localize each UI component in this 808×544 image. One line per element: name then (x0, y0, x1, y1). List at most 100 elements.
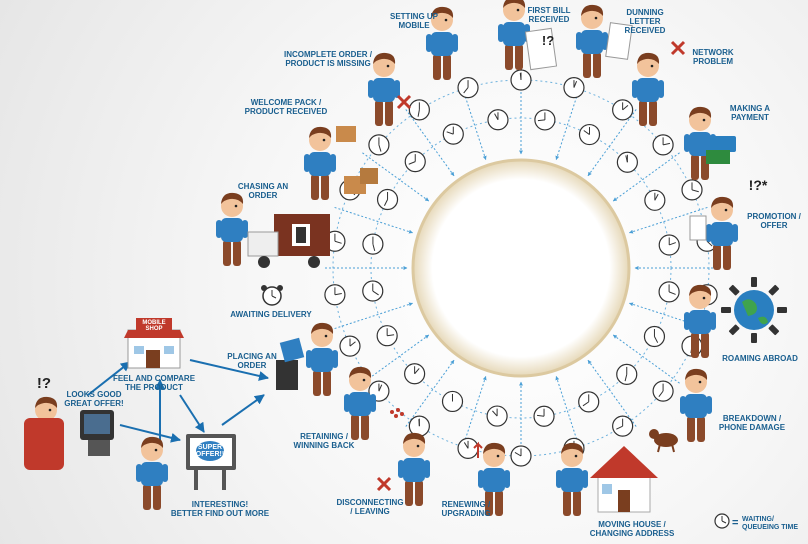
label-dunning-letter: DUNNING LETTER RECEIVED (624, 8, 666, 35)
upgrade-arrow-icon (473, 441, 483, 458)
exclaim-mark-bill: !? (541, 33, 555, 48)
phone-icon (728, 284, 740, 296)
person-figure (498, 0, 530, 70)
visa-card-icon (710, 136, 736, 152)
clock-icon (563, 77, 585, 99)
person-figure (684, 284, 716, 358)
label-renewing: RENEWING / UPGRADING (441, 500, 491, 518)
clock-icon (442, 123, 464, 145)
phone-icon (750, 332, 758, 344)
armchair-icon (24, 418, 64, 470)
clock-icon (376, 188, 399, 211)
spoke-arrow (334, 206, 413, 234)
label-promotion-offer: PROMOTION / OFFER (747, 212, 801, 230)
spoke-arrow (587, 359, 637, 427)
label-feel-compare: FEEL AND COMPARE THE PRODUCT (112, 374, 196, 392)
super-offer-billboard-icon (186, 434, 236, 490)
delivery-van-icon (247, 214, 330, 268)
box-icon (360, 168, 378, 184)
label-breakdown: BREAKDOWN / PHONE DAMAGE (718, 414, 786, 432)
clock-icon (362, 233, 384, 255)
cash-icon (706, 150, 730, 164)
person-figure (680, 368, 712, 442)
clock-icon (486, 405, 508, 427)
phone-icon (728, 324, 740, 336)
label-incomplete-order: INCOMPLETE ORDER / PRODUCT IS MISSING (283, 50, 373, 68)
label-moving-house: MOVING HOUSE / CHANGING ADDRESS (589, 520, 675, 538)
bill-paper-icon (524, 27, 558, 71)
label-awaiting-delivery: AWAITING DELIVERY (230, 310, 312, 319)
broken-phone-pieces-icon (390, 408, 404, 418)
spoke-arrow (612, 152, 680, 202)
clock-icon (616, 151, 638, 173)
spoke-arrow (362, 334, 430, 384)
person-figure (136, 436, 168, 510)
dog-icon (649, 429, 678, 453)
flyer-icon (689, 215, 707, 241)
clock-icon (681, 179, 703, 201)
clock-icon (533, 405, 555, 427)
clock-icon (578, 123, 601, 146)
clock-icon (339, 335, 361, 357)
clock-icon (457, 77, 479, 99)
person-figure (368, 52, 400, 126)
phone-icon (768, 284, 780, 296)
clock-icon (362, 280, 384, 302)
pre-purchase-arrows (87, 359, 269, 443)
spoke-arrow (629, 206, 708, 234)
legend-clock-icon (714, 513, 730, 529)
clock-icon (324, 284, 346, 306)
spoke-arrow (612, 334, 680, 384)
legend-text: WAITING/ QUEUEING TIME (742, 516, 799, 531)
clock-icon (658, 281, 680, 303)
phone-icon (777, 307, 787, 313)
network-error-icon (670, 40, 686, 56)
person-figure (478, 442, 510, 516)
disconnect-icon (376, 476, 392, 492)
label-making-payment: MAKING A PAYMENT (729, 104, 771, 122)
spoke-arrow (405, 359, 455, 427)
clock-icon (376, 325, 398, 347)
clock-icon (457, 437, 479, 459)
phone-icon (720, 306, 732, 314)
person-figure (216, 192, 248, 266)
clock-icon (408, 99, 430, 121)
missing-item-icon (396, 94, 412, 110)
person-figure (556, 442, 588, 516)
person-figure (426, 6, 458, 80)
label-chasing-order: CHASING AN ORDER (237, 182, 289, 200)
clock-icon (510, 445, 532, 467)
phone-icon (768, 324, 780, 336)
clock-icon (616, 363, 638, 385)
clock-icon (652, 134, 674, 156)
phone-icon (750, 276, 758, 288)
label-interesting: INTERESTING! BETTER FIND OUT MORE (170, 500, 270, 518)
clock-icon (612, 415, 634, 437)
label-welcome-pack: WELCOME PACK / PRODUCT RECEIVED (244, 98, 328, 116)
label-disconnecting: DISCONNECTING / LEAVING (336, 498, 404, 516)
exclaim-mark-promotion: !?* (748, 177, 768, 193)
person-figure (632, 52, 664, 126)
mobile-shop-sign: MOBILE SHOP (142, 320, 166, 332)
clock-icon (612, 99, 634, 121)
clock-icon (658, 234, 680, 256)
spoke-arrow (362, 152, 430, 202)
label-retaining: RETAINING / WINNING BACK (293, 432, 355, 450)
clock-icon (404, 151, 426, 173)
kiosk-icon (276, 360, 298, 390)
clock-icon (441, 390, 464, 413)
person-figure (398, 432, 430, 506)
label-placing-order: PLACING AN ORDER (227, 352, 277, 370)
clock-icon (643, 325, 666, 348)
people (30, 0, 738, 516)
clock-icon (644, 189, 666, 211)
spoke-arrow (334, 302, 413, 330)
center-hub (411, 158, 631, 378)
label-first-bill: FIRST BILL RECEIVED (527, 6, 571, 24)
clock-icon (578, 391, 600, 413)
person-figure (706, 196, 738, 270)
letter-paper-icon (605, 22, 633, 60)
label-roaming-abroad: ROAMING ABROAD (722, 354, 798, 363)
